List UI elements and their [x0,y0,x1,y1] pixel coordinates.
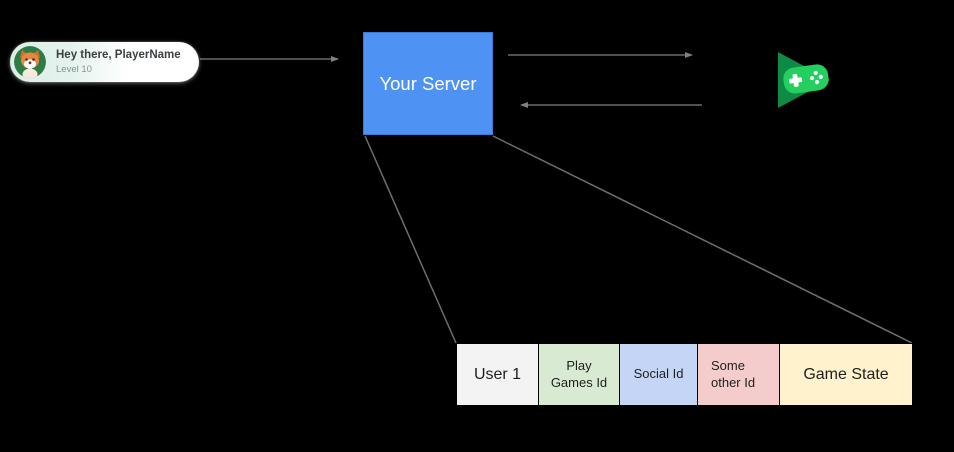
connector-server-to-table-left [364,135,457,344]
gamepad-controls [789,70,823,87]
banner-level: Level 10 [56,63,92,75]
fox-avatar-icon [14,46,46,78]
table-cell-label: Play Games Id [550,358,608,390]
banner-greeting: Hey there, PlayerName [56,49,181,61]
table-cell-4: Game State [780,343,913,406]
connector-server-to-table-right [492,135,913,344]
table-cell-1: Play Games Id [539,343,620,406]
table-cell-label: Social Id [633,366,684,382]
user-record-table: User 1 Play Games Id Social Id Some othe… [456,343,913,406]
player-banner: Hey there, PlayerName Level 10 [10,42,199,82]
banner-text: Hey there, PlayerName Level 10 [56,49,181,75]
server-label: Your Server [379,72,477,94]
server-box: Your Server [363,32,493,135]
play-games-icon [778,52,830,108]
table-cell-0: User 1 [456,343,539,406]
table-cell-3: Some other Id [698,343,780,406]
table-cell-2: Social Id [620,343,698,406]
table-cell-label: Game State [803,365,889,383]
table-cell-label: User 1 [473,365,522,383]
table-cell-label: Some other Id [711,358,756,390]
